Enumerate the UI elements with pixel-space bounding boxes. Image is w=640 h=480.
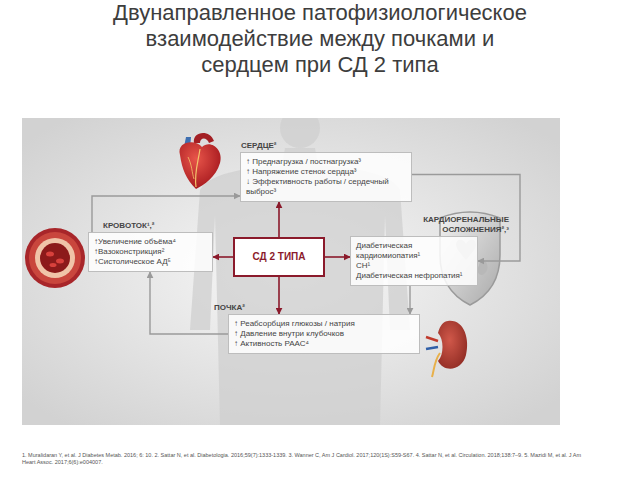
list-item: ↓ Эффективность работы / сердечный выбро…: [246, 177, 406, 197]
vessel-illustration: [25, 228, 85, 288]
section-heading: КАРДИОРЕНАЛЬНЫЕ ОСЛОЖНЕНИЯ²,³: [409, 215, 509, 235]
organ-box: КАРДИОРЕНАЛЬНЫЕ ОСЛОЖНЕНИЯ²,³Диабетическ…: [350, 236, 478, 286]
flow-arrow: [409, 286, 410, 314]
center-box: СД 2 ТИПА: [233, 237, 325, 277]
center-label: СД 2 ТИПА: [252, 251, 305, 263]
flow-arrow: [213, 256, 233, 258]
list-item: Диабетическая кардиомиопатия¹: [356, 241, 472, 261]
reference-note: 1. Muralidaran Y, et al. J Diabetes Meta…: [22, 452, 582, 466]
list-item: ↑Увеличение объёма⁴: [94, 237, 207, 247]
organ-box: СЕРДЦЕ²↑ Преднагрузка / постнагрузка³↑ Н…: [240, 152, 412, 202]
list-item: Диабетическая нефропатия¹: [356, 271, 472, 281]
heart-illustration: [179, 133, 220, 189]
flow-arrow: [92, 196, 240, 232]
list-item: ↑ Давление внутри клубочков: [234, 329, 414, 339]
section-heading: СЕРДЦЕ²: [241, 141, 277, 151]
diagram-title: Двунаправленное патофизиологическое взаи…: [110, 0, 530, 78]
list-item: ↑ Преднагрузка / постнагрузка³: [246, 157, 406, 167]
kidney-illustration: [426, 321, 467, 377]
background-panel: [22, 118, 560, 425]
list-item: ↑ Реабсорбция глюкозы / натрия: [234, 319, 414, 329]
list-item: ↑ Активность РААС⁴: [234, 339, 414, 349]
flow-arrow: [278, 202, 280, 237]
organ-box: ПОЧКА²↑ Реабсорбция глюкозы / натрия↑ Да…: [228, 314, 420, 354]
section-heading: ПОЧКА²: [214, 303, 245, 313]
flow-arrow: [278, 277, 280, 314]
list-item: ↑ Напряжение стенок сердца³: [246, 167, 406, 177]
section-heading: КРОВОТОК¹,²: [103, 221, 154, 231]
list-item: ↑Систолическое АД⁵: [94, 257, 207, 267]
flow-arrow: [325, 256, 350, 258]
list-item: СН¹: [356, 261, 472, 271]
organ-box: КРОВОТОК¹,²↑Увеличение объёма⁴↑Вазоконст…: [88, 232, 213, 272]
list-item: ↑Вазоконстрикция²: [94, 247, 207, 257]
